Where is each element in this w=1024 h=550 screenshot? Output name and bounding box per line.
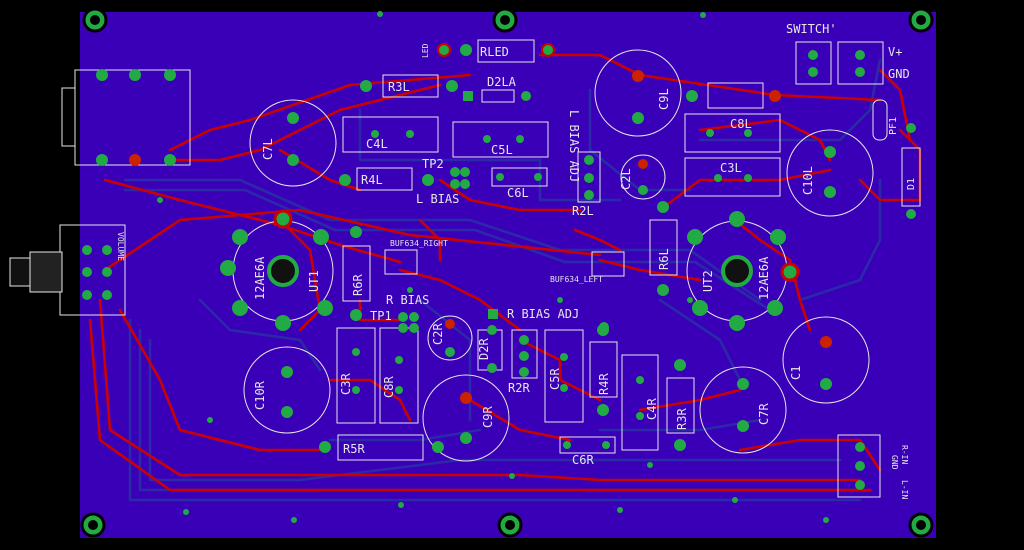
c2r-label: C2R xyxy=(431,323,445,345)
r3l-d2la: R3L D2LA xyxy=(360,74,531,103)
c3r-label: C3R xyxy=(339,373,353,395)
volume-pot: VOLUME xyxy=(9,224,126,316)
buf-right-label: BUF634_RIGHT xyxy=(390,239,448,248)
r5r-label: R5R xyxy=(343,442,365,456)
vplus-label: V+ xyxy=(888,45,902,59)
r2l-label: R2L xyxy=(572,204,594,218)
c4r-label: C4R xyxy=(645,398,659,420)
tp1-label: TP1 xyxy=(370,309,392,323)
r3r-label: R3R xyxy=(675,408,689,430)
c5r-label: C5R xyxy=(548,368,562,390)
c4l-label: C4L xyxy=(366,137,388,151)
gnd-in-label: GND xyxy=(890,455,899,470)
tube-ut2: UT2 12AE6A xyxy=(686,211,800,331)
r-in-label: R-IN xyxy=(900,445,909,464)
led-label: LED xyxy=(421,43,430,58)
r-bias-label: R BIAS xyxy=(386,293,429,307)
c10r-label: C10R xyxy=(253,380,267,410)
c5l-label: C5L xyxy=(491,143,513,157)
resistors: R4L R6L R6R R4R R3R R5R xyxy=(319,82,781,461)
d2la-label: D2LA xyxy=(487,75,517,89)
input-connector: R-IN L-IN GND xyxy=(837,434,909,499)
l-in-label: L-IN xyxy=(900,480,909,499)
c1-label: C1 xyxy=(789,366,803,380)
volume-label: VOLUME xyxy=(116,232,125,261)
c10l-label: C10L xyxy=(801,166,815,195)
r6r-label: R6R xyxy=(351,274,365,296)
r4r-label: R4R xyxy=(597,373,611,395)
vias xyxy=(157,11,829,523)
tube-ut1: UT1 12AE6A xyxy=(220,209,334,331)
r3l-label: R3L xyxy=(388,80,410,94)
fuse-and-diode: PF1 D1 xyxy=(872,99,921,219)
tube2-label: 12AE6A xyxy=(757,256,771,300)
r4l-label: R4L xyxy=(361,173,383,187)
bottom-traces xyxy=(123,58,882,502)
l-bias-label: L BIAS xyxy=(416,192,459,206)
l-bias-adj-label: L BIAS ADJ xyxy=(567,110,581,182)
tp2-label: TP2 xyxy=(422,157,444,171)
c7r-label: C7R xyxy=(757,403,771,425)
r-bias-adj-label: R BIAS ADJ xyxy=(507,307,579,321)
mounting-holes xyxy=(80,7,934,538)
pf1-label: PF1 xyxy=(888,117,899,135)
c8l-label: C8L xyxy=(730,117,752,131)
switch-label: SWITCH' xyxy=(786,22,837,36)
buf-left-label: BUF634_LEFT xyxy=(550,275,603,284)
bias-section: TP2 L BIAS L BIAS ADJ R2L R BIAS TP1 R B… xyxy=(370,110,609,395)
rled-label: RLED xyxy=(480,45,509,59)
d2r-label: D2R xyxy=(477,338,491,360)
tube1-label: 12AE6A xyxy=(253,256,267,300)
ut2-label: UT2 xyxy=(701,270,715,292)
power-switch: SWITCH' V+ GND xyxy=(786,22,910,85)
capacitors-large: C7L C9L C10L C1 C10R C9R C7R C2L C2R xyxy=(243,49,874,462)
c8r-label: C8R xyxy=(382,376,396,398)
c6l-label: C6L xyxy=(507,186,529,200)
capacitors-film: C4L C5L C8L C3L C6L C3R C8R C5R C4R C6R xyxy=(336,113,781,467)
gnd-label: GND xyxy=(888,67,910,81)
c9r-label: C9R xyxy=(481,406,495,428)
buffer-ics: BUF634_RIGHT BUF634_LEFT xyxy=(384,239,625,284)
c7l-label: C7L xyxy=(261,138,275,160)
ut1-label: UT1 xyxy=(307,270,321,292)
led-section: LED RLED xyxy=(421,39,555,63)
c6r-label: C6R xyxy=(572,453,594,467)
r2r-label: R2R xyxy=(508,381,530,395)
c2l-label: C2L xyxy=(619,168,633,190)
d1-label: D1 xyxy=(906,178,917,190)
c3l-label: C3L xyxy=(720,161,742,175)
headphone-jack xyxy=(61,69,191,166)
r6l-label: R6L xyxy=(657,248,671,270)
c9l-label: C9L xyxy=(657,88,671,110)
